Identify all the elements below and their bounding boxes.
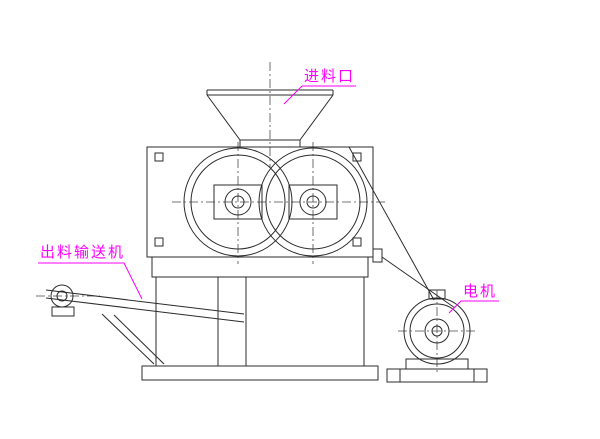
roller-left-hub-circle	[224, 188, 252, 216]
belt-line-lower	[381, 256, 456, 309]
motor	[386, 289, 488, 383]
annotations: 进料口 出料输送机 电机	[38, 68, 499, 314]
roller-right-shaft-circle	[306, 195, 320, 209]
leader-feed-inlet	[283, 85, 356, 105]
roller-left-inner-circle	[190, 154, 286, 250]
housing-bolt-top-left	[154, 152, 164, 162]
leader-motor	[448, 300, 499, 314]
leader-discharge-conveyor	[38, 262, 143, 300]
label-motor: 电机	[463, 283, 497, 300]
feed-hopper	[206, 89, 334, 147]
belt-bracket	[372, 248, 383, 263]
roller-right-hub-plate	[288, 184, 338, 220]
conveyor-bearing-block	[51, 306, 75, 317]
housing-bolt-bottom-right	[352, 237, 362, 247]
roller-right	[258, 147, 368, 257]
motor-base-plate	[386, 368, 488, 383]
conveyor-top-rail	[45, 289, 245, 315]
label-feed-inlet: 进料口	[304, 68, 355, 85]
motor-terminal-box	[428, 289, 446, 300]
label-discharge-conveyor: 出料输送机	[40, 244, 125, 261]
roller-left-hub-plate	[213, 184, 263, 220]
motor-body-inner	[409, 303, 465, 359]
motor-body-outer	[403, 297, 471, 365]
machine-frame	[141, 256, 379, 381]
machine-base-plate	[141, 365, 379, 381]
roller-right-hub-circle	[299, 188, 327, 216]
belt-line-upper	[348, 146, 435, 301]
conveyor-bottom-rail	[45, 297, 245, 323]
conveyor-drum-inner	[56, 290, 68, 302]
roller-left	[183, 147, 293, 257]
roller-right-outer-circle	[258, 147, 368, 257]
roller-right-inner-circle	[265, 154, 361, 250]
motor-pulley	[424, 318, 450, 344]
conveyor-brace-2	[113, 314, 165, 365]
roller-left-shaft-circle	[231, 195, 245, 209]
motor-shaft	[431, 325, 443, 337]
housing-bolt-bottom-left	[154, 237, 164, 247]
discharge-conveyor	[45, 284, 245, 365]
roller-left-outer-circle	[183, 147, 293, 257]
hopper-rim	[206, 89, 334, 96]
hopper-neck	[239, 139, 301, 147]
centerlines	[36, 62, 478, 374]
hopper-walls	[206, 94, 334, 141]
belt-drive	[348, 146, 456, 309]
frame-flange	[151, 256, 369, 278]
conveyor-brace-1	[101, 313, 155, 365]
